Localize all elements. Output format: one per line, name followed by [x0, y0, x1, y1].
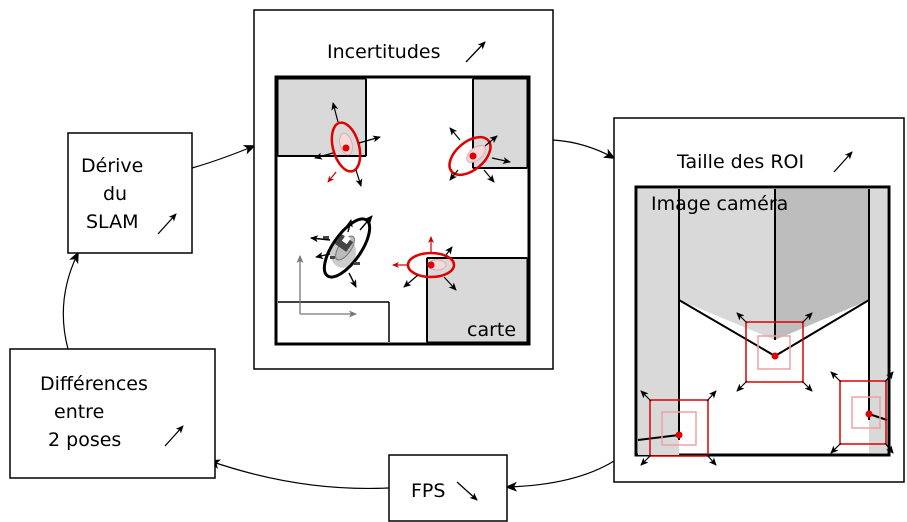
differences-line-2: entre [54, 401, 104, 423]
arrow-down-right-icon [456, 481, 478, 501]
camera-image: Image caméra [634, 185, 891, 457]
fps-label: FPS [411, 480, 445, 502]
node-taille-roi: Taille des ROI Image caméra [613, 117, 905, 483]
derive-line-2: du [103, 183, 127, 205]
arrow-up-right-icon [164, 425, 184, 447]
node-derive: Dérive du SLAM [67, 132, 193, 254]
landmark-uncertainty-1 [314, 102, 381, 187]
differences-line-1: Différences [40, 373, 148, 395]
flow-roi-to-fps [505, 460, 615, 492]
arrow-up-right-icon [833, 151, 853, 173]
incertitudes-title: Incertitudes [327, 41, 440, 63]
landmark-uncertainty-2 [448, 127, 511, 183]
flow-incertitudes-to-roi [552, 139, 616, 159]
camera-image-label: Image caméra [651, 193, 788, 215]
node-differences: Différences entre 2 poses [9, 348, 216, 479]
flow-derive-to-incertitudes [191, 145, 256, 169]
roi-1 [640, 390, 717, 466]
taille-roi-title: Taille des ROI [676, 151, 804, 173]
node-incertitudes: Incertitudes carte [253, 9, 554, 370]
arrow-up-right-icon [465, 41, 486, 63]
flow-fps-to-differences [208, 459, 390, 490]
roi-3 [830, 371, 894, 454]
derive-line-3: SLAM [86, 211, 138, 233]
flow-differences-to-derive [62, 251, 79, 350]
map-label: carte [467, 319, 516, 341]
arrow-up-right-icon [157, 213, 177, 235]
landmark-uncertainty-3 [392, 236, 457, 291]
differences-line-3: 2 poses [48, 429, 121, 451]
map: carte [274, 75, 531, 346]
robot-pose-uncertainty [310, 215, 373, 288]
derive-line-1: Dérive [81, 155, 143, 177]
roi-2 [736, 312, 813, 392]
node-fps: FPS [388, 454, 508, 522]
axes-icon [296, 255, 357, 318]
